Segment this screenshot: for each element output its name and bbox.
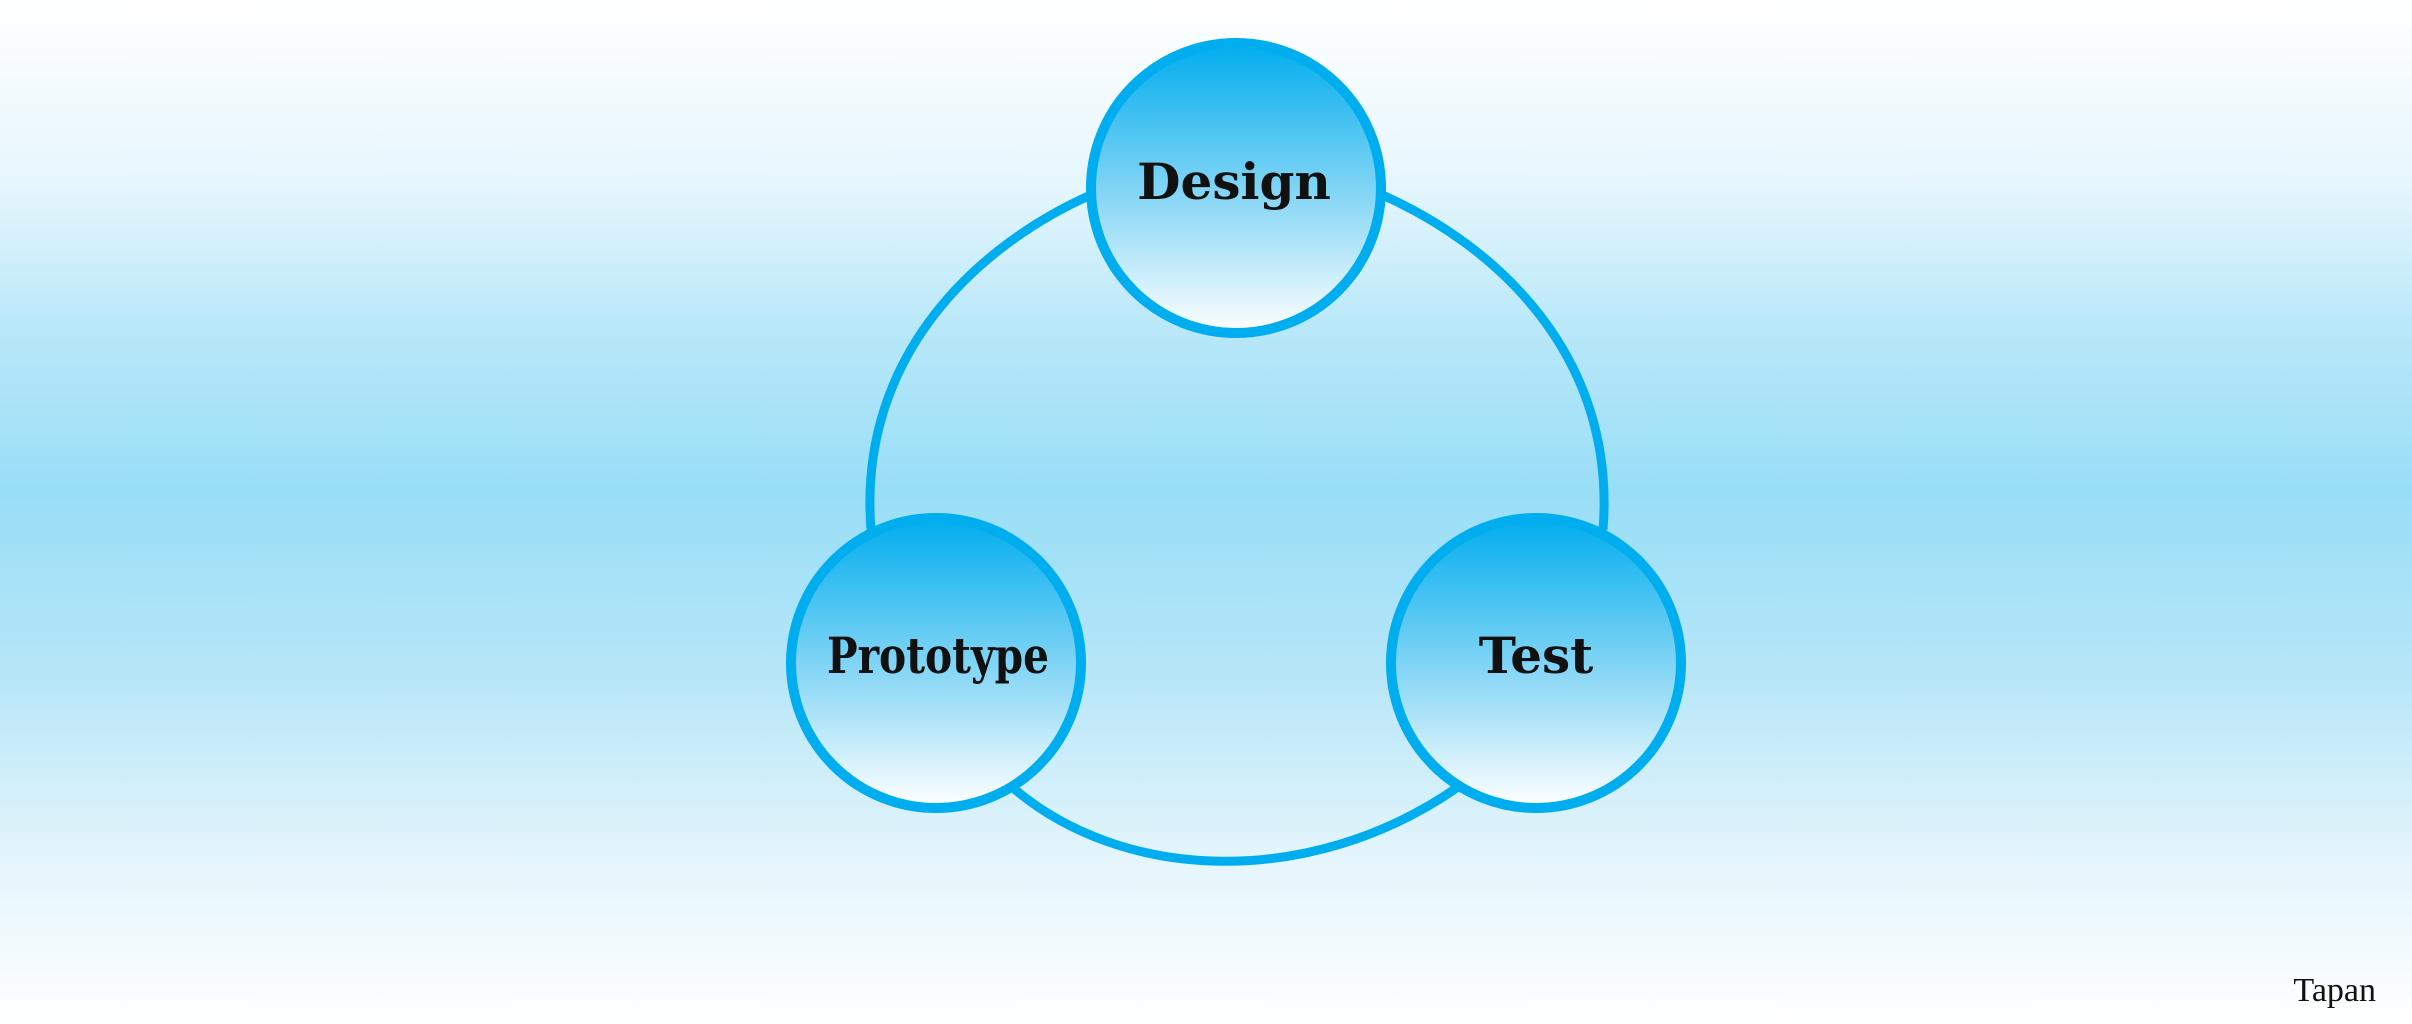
node-design-label: Design [1137, 152, 1331, 211]
node-prototype-circle [786, 513, 1086, 813]
node-test: Test [1386, 513, 1686, 813]
node-prototype: Prototype [786, 513, 1086, 813]
node-prototype-label: Prototype [827, 626, 1049, 685]
connector-prototype-to-design [865, 189, 1095, 531]
connector-test-to-prototype [1009, 783, 1461, 866]
node-design: Design [1086, 38, 1386, 338]
node-test-label: Test [1479, 626, 1594, 685]
author-credit: Tapan [2293, 972, 2376, 1009]
connector-design-to-test [1378, 189, 1609, 531]
cycle-connectors [865, 189, 1609, 866]
node-design-circle [1086, 38, 1386, 338]
node-test-circle [1386, 513, 1686, 813]
